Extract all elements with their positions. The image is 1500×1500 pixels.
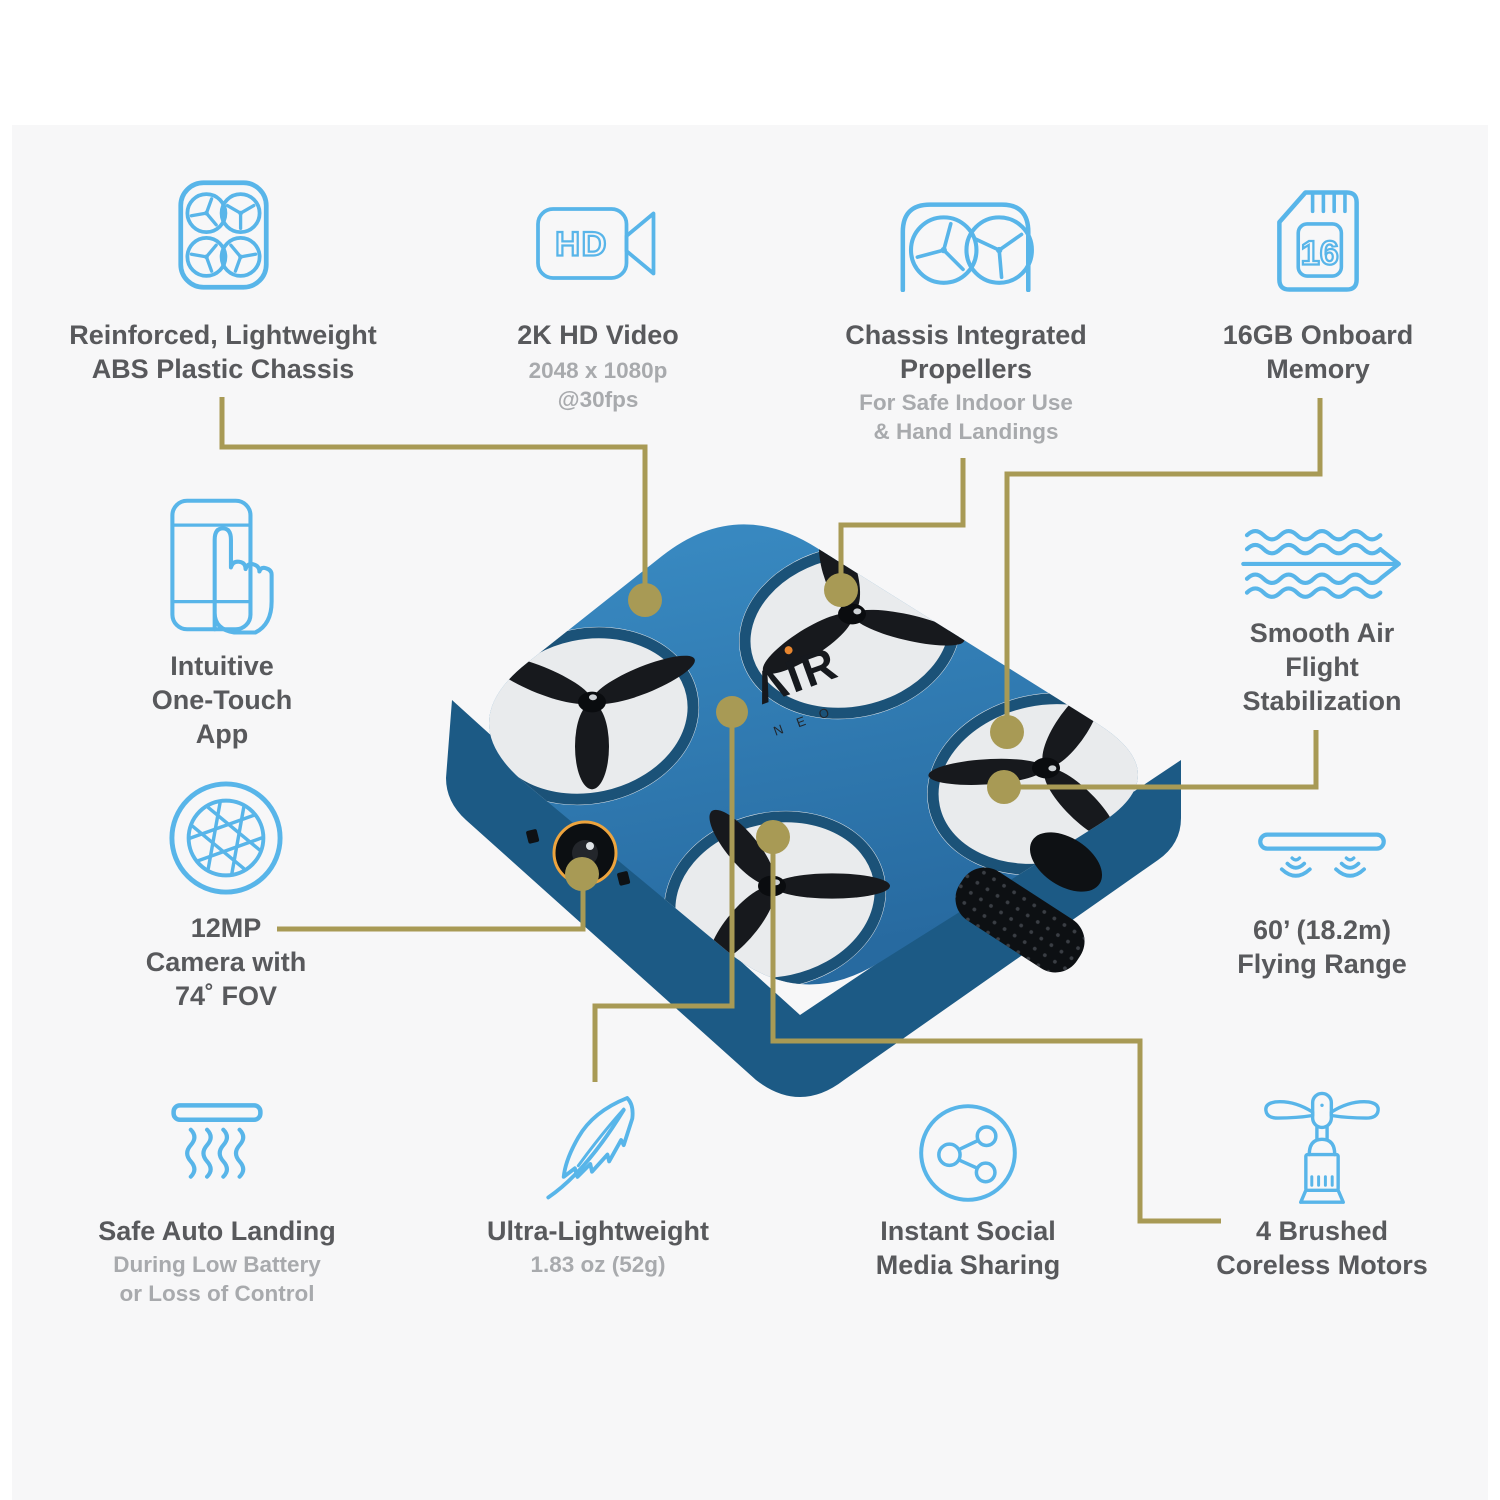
auto-landing-icon [171,1103,263,1179]
feature-title: Safe Auto Landing [98,1216,336,1246]
callout-dot-weight [716,696,748,728]
flying-range-icon [1258,832,1386,878]
feature-title: Smooth Air Flight Stabilization [1242,618,1402,716]
feature-motors: 4 Brushed Coreless Motors [1152,1090,1492,1282]
integrated-propellers-icon [900,202,1034,292]
feature-social: Instant Social Media Sharing [808,1100,1128,1282]
connector-memory [1004,398,1323,732]
connector-lines [219,397,1323,1224]
feature-memory: 16 16GB Onboard Memory [1168,188,1468,386]
feature-title: Intuitive One-Touch App [151,651,293,749]
drone-vent [526,829,540,844]
callout-dot-motors [756,820,790,854]
drone-side-panel [1029,832,1103,892]
feature-title: 12MP Camera with 74˚ FOV [145,913,307,1011]
connector-motors [770,837,1221,1224]
feature-title: Ultra-Lightweight [487,1216,709,1246]
share-icon [919,1104,1017,1202]
feature-weight: Ultra-Lightweight 1.83 oz (52g) [438,1086,758,1279]
sd-capacity-label: 16 [1301,234,1339,272]
callout-dot-stabilization [987,770,1021,804]
feature-title: Chassis Integrated Propellers [845,320,1087,384]
drone-vent [617,871,631,886]
connector-weight [592,712,735,1082]
drone-grille [955,867,1085,973]
one-touch-app-icon [170,498,274,635]
hd-video-icon: HD [536,207,656,280]
feature-subtitle: 1.83 oz (52g) [530,1252,666,1277]
feature-propellers: Chassis Integrated Propellers For Safe I… [796,190,1136,446]
feather-icon [546,1096,635,1200]
callout-dot-camera [565,857,599,891]
connector-propellers [838,458,966,590]
callout-dot-chassis [628,583,662,617]
feature-subtitle: 2048 x 1080p @30fps [528,358,668,412]
air-flow-icon [1241,528,1401,599]
drone: ΛIR NEO [446,524,1181,1097]
callout-dot-propellers [824,573,858,607]
chassis-icon [177,180,269,290]
connector-chassis [219,397,648,600]
feature-stabilization: Smooth Air Flight Stabilization [1172,524,1472,718]
feature-title: 2K HD Video [517,320,679,350]
feature-app: Intuitive One-Touch App [72,494,372,751]
feature-camera: 12MP Camera with 74˚ FOV [76,779,376,1013]
callout-dots [565,573,1024,891]
feature-title: Reinforced, Lightweight ABS Plastic Chas… [69,320,377,384]
camera-aperture-icon [169,781,283,895]
brushed-motor-icon [1264,1091,1380,1204]
feature-title: 60’ (18.2m) Flying Range [1237,915,1407,979]
feature-landing: Safe Auto Landing During Low Battery or … [47,1099,387,1308]
feature-title: 4 Brushed Coreless Motors [1216,1216,1428,1280]
sd-card-icon: 16 [1277,190,1359,292]
feature-range: 60’ (18.2m) Flying Range [1172,829,1472,981]
connector-stabilization [1010,730,1319,790]
feature-title: Instant Social Media Sharing [875,1216,1061,1280]
hd-label: HD [555,226,608,264]
feature-video: HD 2K HD Video 2048 x 1080p @30fps [438,194,758,414]
callout-dot-memory [990,715,1024,749]
feature-subtitle: During Low Battery or Loss of Control [113,1252,321,1306]
logo-accent-dot [784,646,793,655]
feature-title: 16GB Onboard Memory [1222,320,1414,384]
feature-chassis: Reinforced, Lightweight ABS Plastic Chas… [23,178,423,386]
feature-subtitle: For Safe Indoor Use & Hand Landings [859,390,1073,444]
connector-camera [277,874,586,932]
